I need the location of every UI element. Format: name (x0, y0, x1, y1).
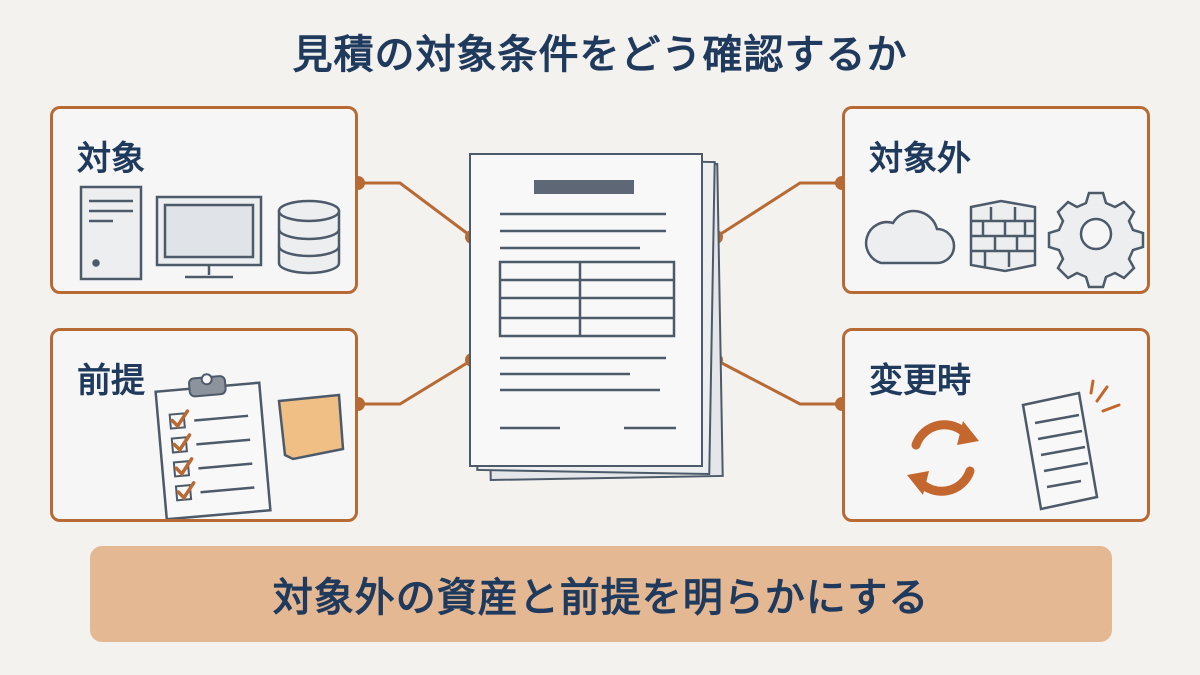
card-out-of-scope: 対象外 (842, 106, 1150, 294)
server-tower-icon (79, 185, 143, 281)
updated-document-icon (1021, 379, 1121, 511)
database-icon (277, 199, 341, 275)
page-title: 見積の対象条件をどう確認するか (292, 32, 908, 78)
monitor-icon (155, 195, 263, 279)
gear-icon (1047, 191, 1145, 289)
checklist-clipboard-icon (154, 373, 272, 519)
connector-scope (358, 181, 473, 239)
cloud-icon (864, 209, 956, 265)
card-scope: 対象 (50, 106, 358, 294)
connector-change (715, 358, 842, 406)
connector-premise (358, 358, 473, 406)
sticky-note-icon (277, 393, 345, 461)
card-premise: 前提 (50, 328, 358, 522)
card-out-of-scope-label: 対象外 (869, 139, 971, 179)
card-on-change-label: 変更時 (869, 361, 971, 401)
firewall-icon (969, 199, 1037, 273)
card-scope-label: 対象 (77, 139, 145, 179)
summary-banner-text: 対象外の資産と前提を明らかにする (272, 575, 930, 621)
card-on-change: 変更時 (842, 328, 1150, 522)
connector-out (715, 181, 842, 239)
card-premise-label: 前提 (77, 361, 145, 401)
refresh-cycle-icon (907, 420, 979, 496)
summary-banner: 対象外の資産と前提を明らかにする (90, 546, 1112, 642)
